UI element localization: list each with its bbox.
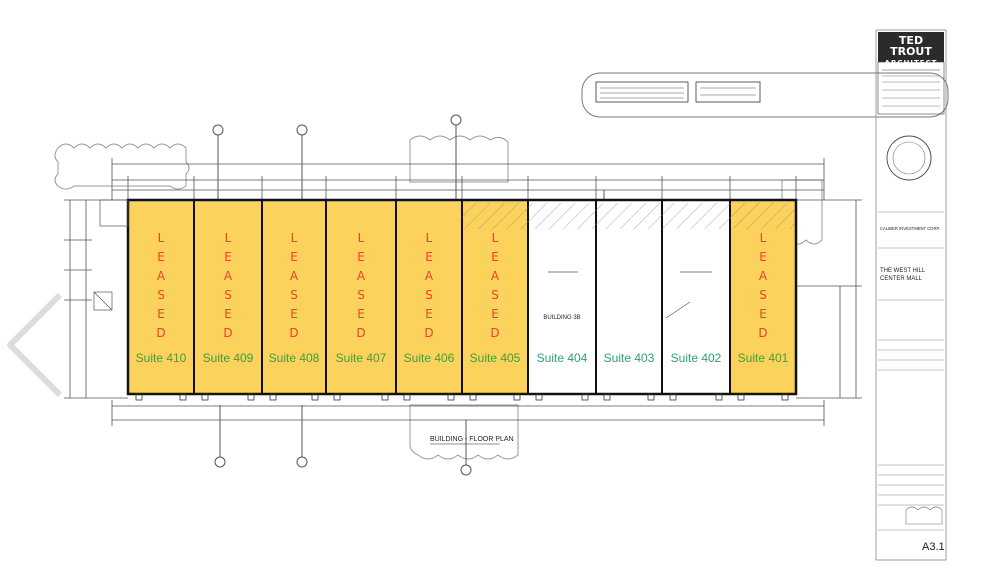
detail-lines [93,199,712,319]
suite-label: Suite 407 [336,351,387,365]
door-marker [647,393,655,401]
firm-title: ARCHITECT [884,59,938,67]
door-marker [469,393,477,401]
general-notes-box [581,72,949,118]
door-marker [311,393,319,401]
dimension-lines-right [796,199,862,399]
door-marker [381,393,389,401]
suite-label: Suite 404 [537,351,588,365]
project-name-line2: CENTER MALL [880,276,923,282]
title-block: CALIBER INVESTMENT CORP. THE WEST HILL C… [875,29,947,561]
door-marker [737,393,745,401]
suite-label: Suite 403 [604,351,655,365]
door-marker [513,393,521,401]
suite-label: Suite 410 [136,351,187,365]
project-name-line1: THE WEST HILL [880,268,926,274]
suite-area [261,199,327,395]
building-floor-plan-label: BUILDING - FLOOR PLAN [430,436,514,443]
suite-label: Suite 401 [738,351,789,365]
firm-stamp-text: TED TROUT ARCHITECT [878,32,944,67]
carousel-prev-arrow[interactable] [0,290,70,400]
door-marker [247,393,255,401]
suite-9[interactable]: Suite 402 [661,199,731,395]
suite-area [395,199,463,395]
suite-label: Suite 408 [269,351,320,365]
revision-cloud-bottom [409,404,519,460]
door-markers [135,393,789,401]
door-marker [403,393,411,401]
sheet-number: A3.1 [922,541,945,553]
dimension-lines-top [111,158,825,200]
door-marker [135,393,143,401]
canopy-hatch [462,203,796,229]
suite-7[interactable]: Suite 404 [527,199,597,395]
suite-label: Suite 406 [404,351,455,365]
door-marker [781,393,789,401]
grid-markers-bottom [214,405,472,476]
building-center-label: BUILDING 3B [543,315,580,321]
suite-label: Suite 405 [470,351,521,365]
revision-cloud-left [54,143,190,190]
revision-cloud-center [409,135,509,183]
suite-label: Suite 409 [203,351,254,365]
suite-area [729,199,797,395]
suite-area [193,199,263,395]
grid-markers-top [212,114,605,200]
suite-label: Suite 402 [671,351,722,365]
firm-stamp [878,32,944,62]
door-marker [715,393,723,401]
door-marker [333,393,341,401]
door-marker [535,393,543,401]
door-marker [201,393,209,401]
dimension-lines-bottom [111,400,825,426]
building-outline [126,198,798,396]
suite-area [661,199,731,395]
door-marker [269,393,277,401]
door-marker [669,393,677,401]
suite-area [325,199,397,395]
architect-seal [886,135,932,181]
dimension-lines-left [64,199,128,399]
door-marker [179,393,187,401]
chevron-left-icon [7,292,63,398]
door-marker [447,393,455,401]
door-marker [603,393,611,401]
suite-area [527,199,597,395]
firm-name: TED TROUT [890,34,932,58]
client-name: CALIBER INVESTMENT CORP. [880,226,940,231]
suite-8[interactable]: Suite 403 [595,199,663,395]
door-marker [581,393,589,401]
